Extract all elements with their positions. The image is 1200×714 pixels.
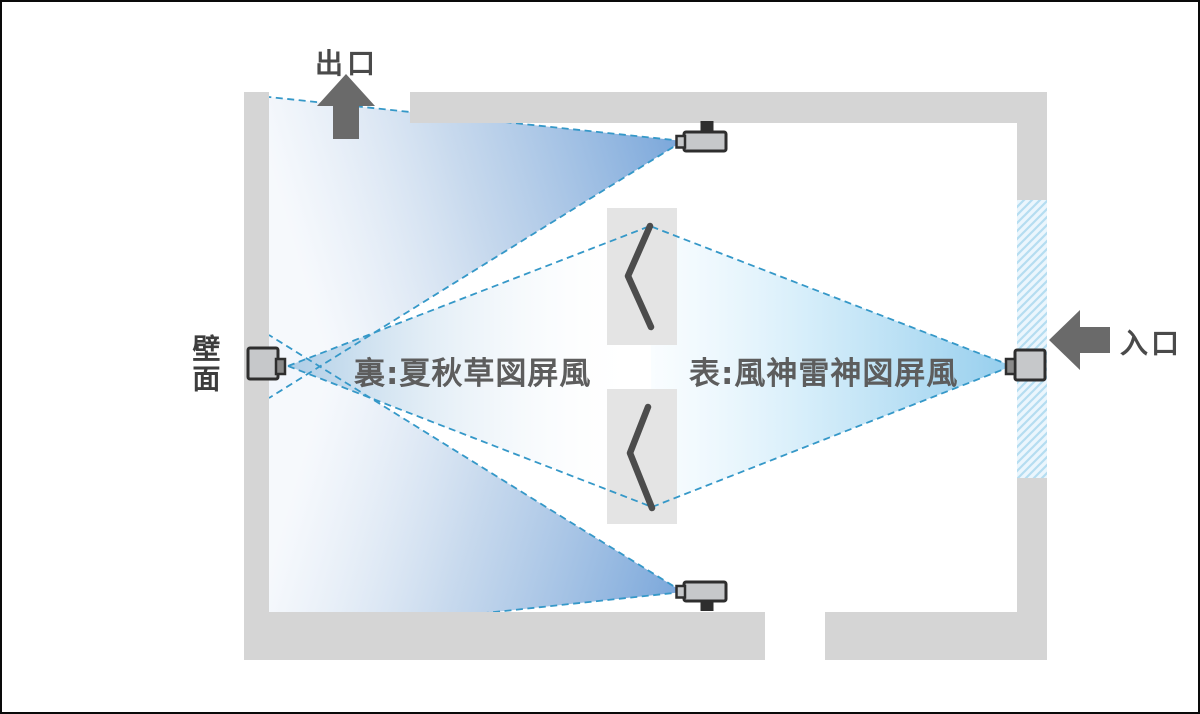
projector-icon-bottom	[675, 580, 728, 611]
exit-label: 出口	[315, 47, 380, 80]
projection-cones	[269, 96, 1012, 612]
screen-stands	[607, 208, 677, 524]
folding-screen-panels	[624, 222, 656, 512]
screen-beam-dashes	[287, 225, 1013, 508]
projector-mount	[700, 121, 714, 133]
wall-bottom-right	[825, 612, 1047, 660]
wall-top	[410, 92, 1047, 123]
room-walls	[244, 92, 1047, 660]
projector-body	[682, 130, 728, 153]
chevron-panel-icon	[624, 222, 655, 331]
projector-lens	[274, 357, 287, 376]
projector-body	[1013, 348, 1047, 382]
entrance-hatched-opening	[1017, 200, 1047, 478]
front-screen-label: 表:風神雷神図屏風	[689, 356, 959, 392]
projector-lens	[675, 584, 687, 599]
top-projector-beam	[269, 97, 683, 398]
projector-body	[246, 346, 280, 381]
projector-lens	[675, 134, 687, 149]
back-screen-label: 裏:夏秋草図屏風	[354, 356, 592, 392]
projector-lens	[1004, 357, 1017, 376]
wall-bottom-left	[244, 612, 765, 660]
wall-right-upper	[1017, 92, 1047, 200]
bottom-projector-beam	[269, 335, 683, 612]
entrance-arrow-left-icon	[1049, 310, 1110, 370]
wall-label: 壁面	[188, 334, 222, 394]
projector-icon-top	[675, 121, 728, 153]
exit-arrow-up-icon	[317, 74, 375, 139]
entrance-projector-beam	[650, 226, 1012, 507]
projector-body	[682, 580, 728, 603]
screen-stand-upper	[607, 208, 677, 345]
entrance-label: 入口	[1120, 327, 1183, 360]
chevron-panel-icon	[626, 403, 656, 512]
projector-icon-left-wall	[246, 346, 287, 381]
projector-icon-entrance	[1004, 348, 1047, 382]
left-projector-beam	[288, 226, 652, 507]
